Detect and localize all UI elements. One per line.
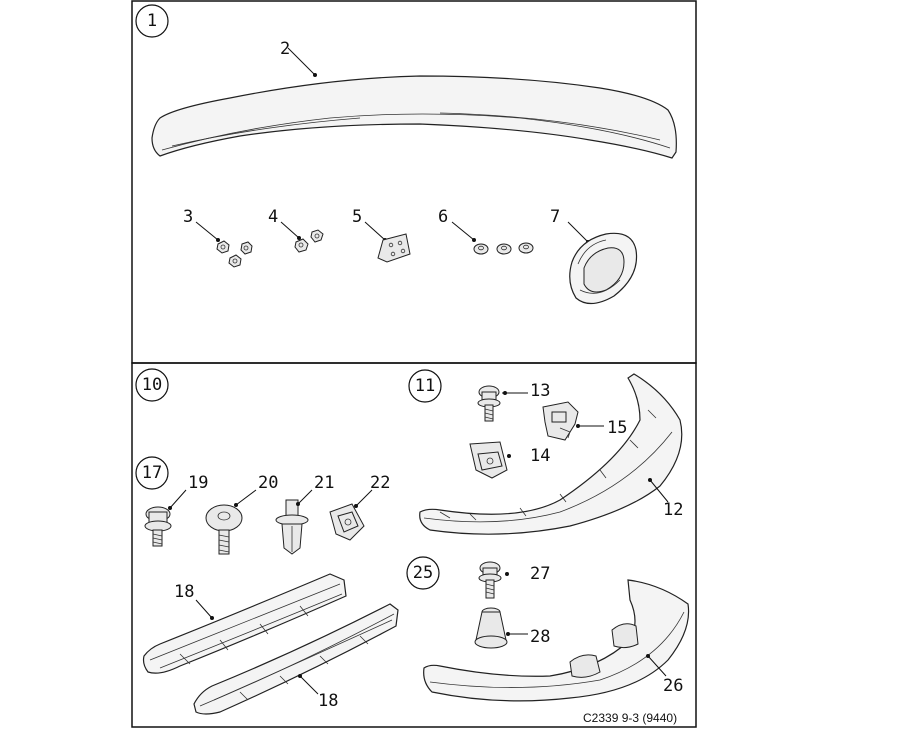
clip-nut-part-22-drawing [329, 489, 373, 541]
leader-line-2 [287, 47, 316, 76]
part-label-13: 13 [530, 381, 550, 401]
group-badge-11: 11 [408, 369, 442, 403]
part-label-22: 22 [370, 473, 390, 493]
group-badge-17: 17 [135, 456, 169, 490]
rear-spoiler-drawing [151, 75, 677, 159]
speed-nut-part-14-drawing [469, 441, 511, 479]
part-label-4: 4 [268, 207, 278, 227]
part-label-19: 19 [188, 473, 208, 493]
nuts-part-3-drawing [195, 221, 253, 268]
part-label-7: 7 [550, 207, 560, 227]
part-label-5: 5 [352, 207, 362, 227]
leader-line-18b [299, 675, 319, 695]
group-label-17: 17 [142, 463, 162, 483]
part-label-14: 14 [530, 446, 550, 466]
screw-part-27-drawing [478, 561, 509, 599]
nuts-part-4-drawing [280, 221, 324, 253]
leader-line-18a [195, 599, 213, 619]
part-label-3: 3 [183, 207, 193, 227]
leader-line-12 [649, 479, 669, 503]
part-label-18-lower: 18 [318, 691, 338, 711]
drawing-reference-code: C2339 9-3 (9440) [583, 711, 677, 725]
part-label-6: 6 [438, 207, 448, 227]
part-label-2: 2 [280, 39, 290, 59]
part-label-15: 15 [607, 418, 627, 438]
screw-part-19-drawing [144, 489, 187, 547]
side-skirt-upper-drawing [142, 573, 347, 674]
washers-part-6-drawing [451, 221, 534, 255]
group-label-11: 11 [415, 376, 435, 396]
group-label-1: 1 [147, 11, 157, 31]
leader-line-26 [647, 655, 667, 677]
group-badge-10: 10 [135, 368, 169, 402]
group-badge-1: 1 [135, 4, 169, 38]
clip-part-15-drawing [542, 401, 604, 441]
part-label-27: 27 [530, 564, 550, 584]
part-label-28: 28 [530, 627, 550, 647]
push-pin-part-21-drawing [275, 489, 313, 555]
bracket-part-5-drawing [364, 221, 411, 263]
part-label-26: 26 [663, 676, 683, 696]
seal-part-7-drawing [567, 221, 638, 305]
upper-panel-frame [131, 0, 697, 364]
side-skirt-lower-drawing [193, 603, 399, 715]
screw-part-20-drawing [205, 489, 257, 555]
lower-panel-frame [131, 362, 697, 728]
sleeve-part-28-drawing [474, 607, 528, 649]
screw-part-13-drawing [477, 385, 528, 422]
rear-spoiler-part-26-drawing [423, 579, 690, 702]
part-label-18-upper: 18 [174, 582, 194, 602]
part-label-20: 20 [258, 473, 278, 493]
group-badge-25: 25 [406, 556, 440, 590]
front-spoiler-part-12-drawing [419, 373, 683, 535]
part-label-12: 12 [663, 500, 683, 520]
part-label-21: 21 [314, 473, 334, 493]
group-label-10: 10 [142, 375, 162, 395]
group-label-25: 25 [413, 563, 433, 583]
